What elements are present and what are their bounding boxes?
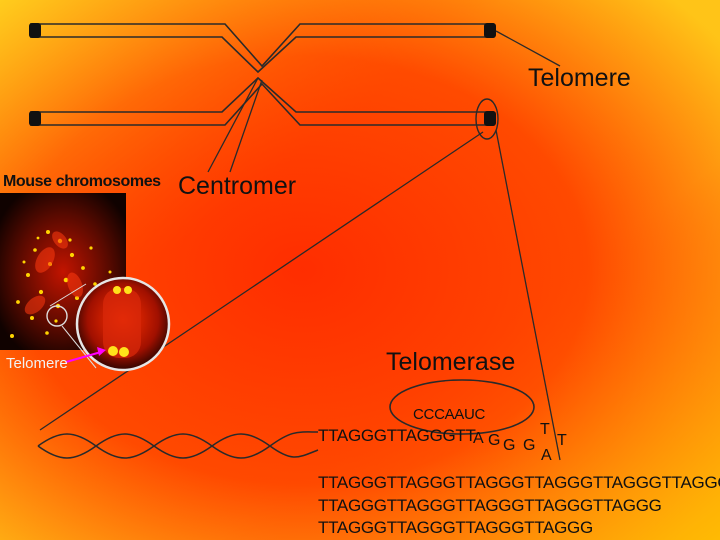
tip-upper-left (29, 23, 41, 38)
rna-template-sequence: CCCAAUC (413, 406, 486, 423)
dna-strand-bottom (37, 433, 319, 459)
dna-primer-sequence: TTAGGGTTAGGGTT (318, 426, 476, 445)
chromatid-upper-left-inner (30, 36, 494, 74)
loop-letter: A (473, 430, 484, 447)
telomerase-enzyme-ellipse (389, 379, 535, 435)
zoom-line-right (495, 129, 561, 461)
telomerase-label: Telomerase (386, 348, 516, 376)
telomere-arrow (65, 347, 106, 363)
loop-letter: G (523, 437, 536, 454)
loop-letter: A (541, 447, 552, 464)
loop-letter: G (488, 432, 501, 449)
telomere-highlight-ellipse (475, 98, 499, 140)
loop-letter: T (557, 432, 567, 449)
loop-letter: T (540, 421, 550, 438)
micro-spot-marker (46, 305, 68, 327)
centromer-pointer-line-2 (229, 79, 263, 173)
telomere-sequence-line: TTAGGGTTAGGGTTAGGGTTAGGGTTAGGG (318, 496, 662, 515)
chromatid-upper-left (30, 23, 494, 68)
dna-helix (37, 431, 319, 459)
chromatid-lower-left-inner (30, 82, 494, 126)
loop-letter: G (503, 437, 516, 454)
centromer-label: Centromer (178, 172, 297, 200)
zoom-line-left (39, 131, 484, 431)
tip-lower-left (29, 111, 41, 126)
telomere-pointer-line (495, 30, 561, 67)
chromosome-tips (29, 23, 496, 126)
telomere-sequence-line: TTAGGGTTAGGGTTAGGGTTAGGGTTAGGGTTAGGG (318, 473, 720, 492)
pointer-lines (39, 30, 561, 461)
tip-lower-right (484, 111, 496, 126)
tip-upper-right (484, 23, 496, 38)
telomere-label: Telomere (528, 64, 631, 92)
mouse-chromosomes-caption: Mouse chromosomes (3, 173, 161, 190)
telomere-sequence-line: TTAGGGTTAGGGTTAGGGTTAGGG (318, 518, 593, 537)
micrograph-telomere-label: Telomere (6, 355, 68, 372)
magnifier-connectors (49, 283, 97, 369)
centromer-pointer-line-1 (207, 77, 259, 173)
magnifier-circle (75, 276, 171, 372)
